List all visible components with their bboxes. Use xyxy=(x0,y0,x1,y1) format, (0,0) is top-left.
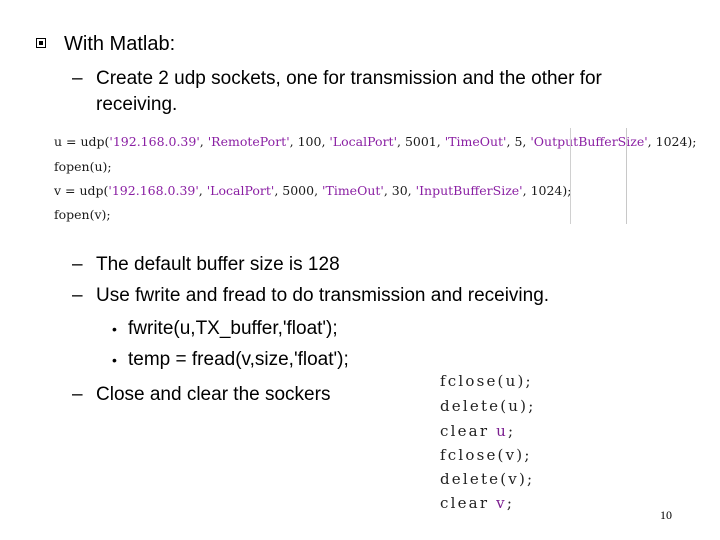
dot-bullet: • xyxy=(112,321,117,337)
dash-bullet: – xyxy=(72,68,83,89)
code-clear-v: clear v; xyxy=(440,494,515,512)
page-number: 10 xyxy=(660,508,672,522)
dash-bullet: – xyxy=(72,285,83,306)
dot-bullet: • xyxy=(112,352,117,368)
dash-bullet: – xyxy=(72,384,83,405)
code-fclose-u: fclose(u); xyxy=(440,372,533,390)
code-line-udp-u: u = udp('192.168.0.39', 'RemotePort', 10… xyxy=(54,134,697,149)
create-sockets-text-line1: Create 2 udp sockets, one for transmissi… xyxy=(96,68,602,89)
buffer-size-note: The default buffer size is 128 xyxy=(96,254,340,275)
close-clear-note: Close and clear the sockers xyxy=(96,384,331,405)
fwrite-example: fwrite(u,TX_buffer,'float'); xyxy=(128,318,338,339)
code-line-fopen-v: fopen(v); xyxy=(54,207,111,222)
udp-code-snippet: u = udp('192.168.0.39', 'RemotePort', 10… xyxy=(54,128,700,226)
code-fclose-v: fclose(v); xyxy=(440,446,532,464)
dash-bullet: – xyxy=(72,254,83,275)
code-delete-u: delete(u); xyxy=(440,397,536,415)
square-bullet-icon xyxy=(36,38,46,48)
code-clear-u: clear u; xyxy=(440,422,516,440)
fwrite-fread-note: Use fwrite and fread to do transmission … xyxy=(96,285,550,306)
code-delete-v: delete(v); xyxy=(440,470,535,488)
code-line-fopen-u: fopen(u); xyxy=(54,159,112,174)
code-line-udp-v: v = udp('192.168.0.39', 'LocalPort', 500… xyxy=(54,183,572,198)
fread-example: temp = fread(v,size,'float'); xyxy=(128,349,349,370)
code-margin-rule xyxy=(570,128,571,224)
code-edge-rule xyxy=(626,128,627,224)
heading-with-matlab: With Matlab: xyxy=(64,33,176,55)
create-sockets-text-line2: receiving. xyxy=(96,94,178,115)
